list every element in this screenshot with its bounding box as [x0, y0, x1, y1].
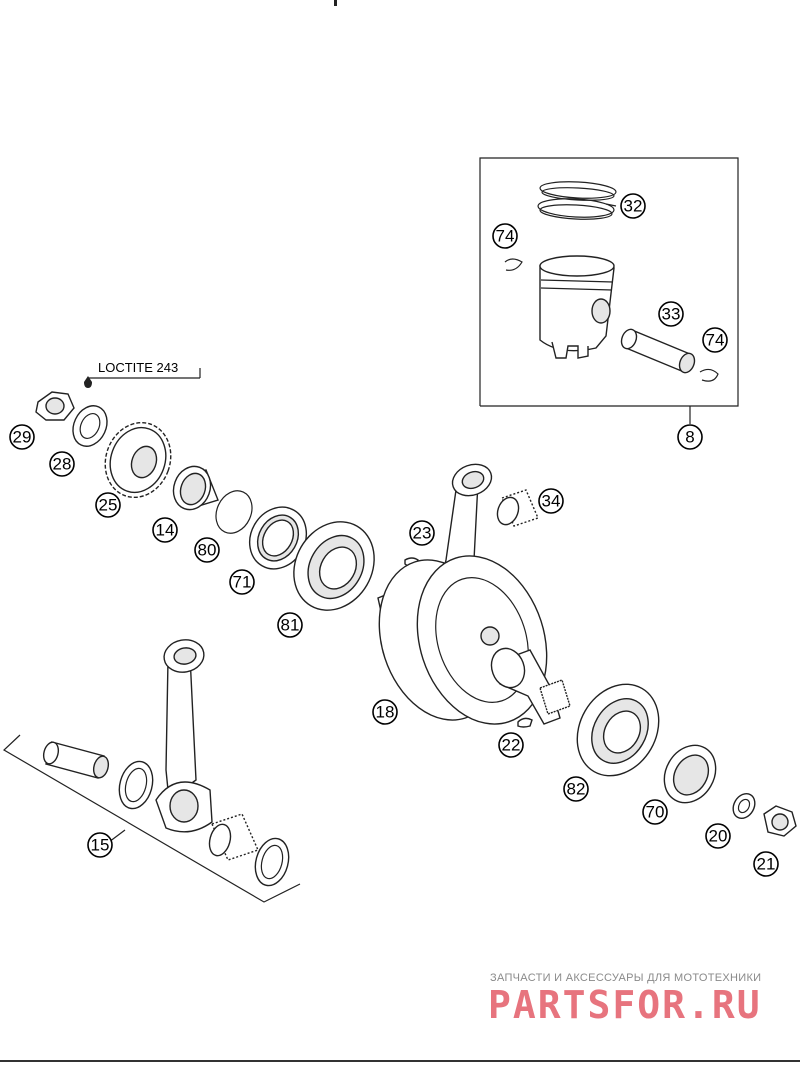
callout-label: 25 — [99, 496, 118, 515]
callout-33: 33 — [658, 301, 684, 327]
callout-label: 34 — [542, 492, 561, 511]
piston-rings — [537, 181, 617, 220]
callout-8: 8 — [677, 424, 703, 450]
callout-81: 81 — [277, 612, 303, 638]
piston-pin — [620, 328, 696, 374]
callout-label: 22 — [502, 736, 521, 755]
callout-label: 21 — [757, 855, 776, 874]
main-bearing-right — [576, 683, 660, 777]
callout-label: 14 — [156, 521, 175, 540]
callout-label: 71 — [233, 573, 252, 592]
callout-label: 80 — [198, 541, 217, 560]
loctite-note: LOCTITE 243 — [98, 360, 178, 375]
callout-14: 14 — [152, 517, 178, 543]
crankshaft-assembly — [377, 463, 571, 725]
watermark-caption: ЗАПЧАСТИ И АКСЕССУАРЫ ДЛЯ МОТОТЕХНИКИ — [490, 972, 762, 984]
bushing — [172, 465, 219, 511]
woodruff-key-lower — [517, 717, 533, 728]
needle-bearing-top — [496, 489, 539, 527]
conrod-kit-tray — [3, 639, 301, 903]
primary-gear — [104, 421, 172, 499]
callout-label: 74 — [496, 227, 515, 246]
callout-label: 8 — [685, 428, 694, 447]
callout-74-left: 74 — [492, 223, 518, 249]
callout-70: 70 — [642, 799, 668, 825]
callout-74-right: 74 — [702, 327, 728, 353]
o-ring — [215, 490, 253, 534]
callout-32: 32 — [620, 193, 646, 219]
callout-18: 18 — [372, 699, 398, 725]
callout-label: 28 — [53, 455, 72, 474]
callout-21: 21 — [753, 851, 779, 877]
shaft-seal — [248, 506, 308, 570]
callout-80: 80 — [194, 537, 220, 563]
piston — [539, 255, 615, 359]
callout-label: 29 — [13, 428, 32, 447]
crank-nut-left — [35, 391, 75, 421]
callout-label: 15 — [91, 836, 110, 855]
main-bearing-left — [293, 521, 375, 611]
callout-28: 28 — [49, 451, 75, 477]
crank-nut-right — [763, 805, 797, 837]
callout-71: 71 — [229, 569, 255, 595]
callout-label: 33 — [662, 305, 681, 324]
washer-right — [732, 792, 756, 820]
washer-left — [72, 405, 108, 447]
callout-22: 22 — [498, 732, 524, 758]
watermark-logo: PARTSFOR.RU — [488, 983, 762, 1027]
callout-20: 20 — [705, 823, 731, 849]
callout-82: 82 — [563, 776, 589, 802]
callout-label: 81 — [281, 616, 300, 635]
callout-label: 32 — [624, 197, 643, 216]
callout-label: 23 — [413, 524, 432, 543]
callout-34: 34 — [538, 488, 564, 514]
circlip-left — [504, 258, 523, 271]
callout-label: 18 — [376, 703, 395, 722]
callout-label: 70 — [646, 803, 665, 822]
circlip-right — [699, 368, 719, 382]
callout-15: 15 — [87, 832, 113, 858]
top-edge-mark — [334, 0, 337, 6]
callout-23: 23 — [409, 520, 435, 546]
shaft-seal-right — [663, 744, 717, 804]
callout-25: 25 — [95, 492, 121, 518]
callout-label: 74 — [706, 331, 725, 350]
piston-kit-frame — [479, 157, 739, 424]
bottom-border — [0, 1060, 800, 1062]
callout-label: 20 — [709, 827, 728, 846]
loctite-leader — [84, 368, 201, 388]
callout-29: 29 — [9, 424, 35, 450]
callout-label: 82 — [567, 780, 586, 799]
